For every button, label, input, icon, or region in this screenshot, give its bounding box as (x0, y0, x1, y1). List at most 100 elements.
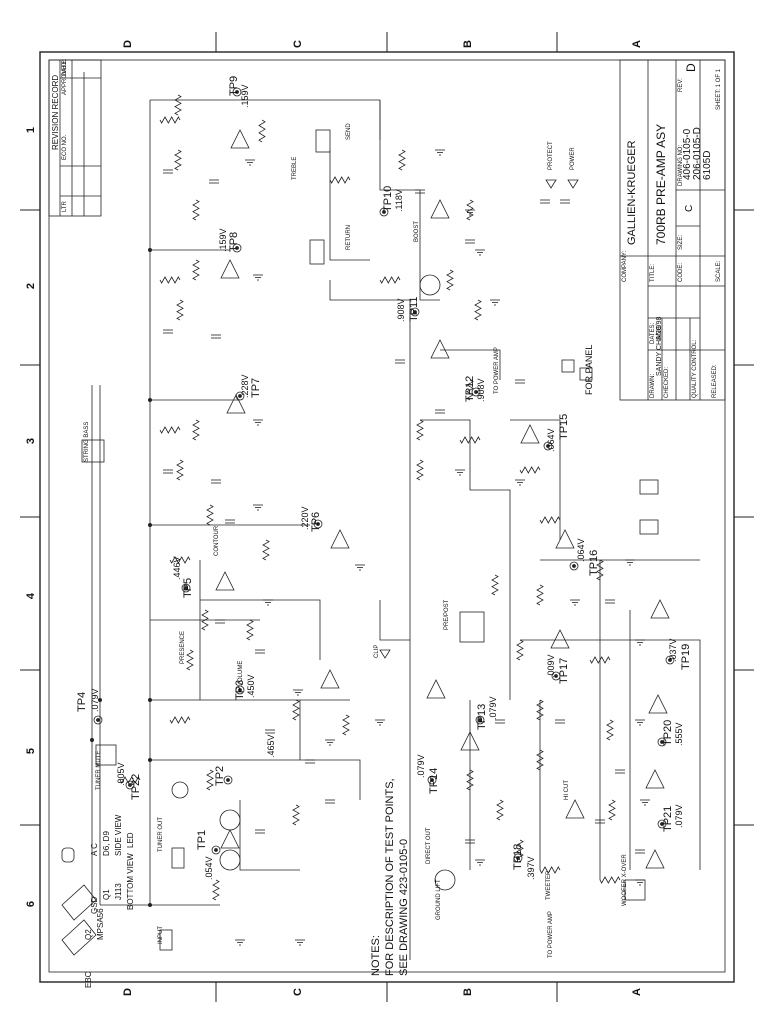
test-point-marker (543, 441, 553, 451)
junction-dot (147, 758, 152, 763)
test-point-dot (516, 856, 520, 860)
test-point-marker (313, 519, 323, 529)
company-label: COMPANY: (622, 250, 628, 282)
zone-top-b: B (461, 40, 474, 48)
tp13-voltage: .079V (488, 696, 498, 720)
tp4-label: TP4 (76, 691, 88, 712)
resistor-symbol (169, 556, 191, 564)
tp15-label: TP15 (558, 413, 570, 440)
test-point-dot (235, 90, 239, 94)
resistor-symbol (176, 459, 184, 481)
bottom-view-label: BOTTOM VIEW (126, 853, 135, 910)
transistor-mpsa56 (171, 781, 189, 799)
resistor-symbol (206, 504, 214, 526)
resistor-symbol (201, 609, 209, 631)
notes-heading: NOTES: (370, 935, 382, 976)
tp9-voltage: .159V (240, 84, 250, 108)
opamp-symbol (430, 199, 450, 219)
tp8-voltage: .159V (218, 228, 228, 252)
quality-label: QUALITY CONTROL: (692, 339, 698, 398)
test-point-dot (474, 390, 478, 394)
tp22-label: TP22 (130, 773, 142, 800)
opamp-symbol (430, 339, 450, 359)
resistor-symbol (206, 769, 214, 791)
tp12-label: TP12 (464, 375, 476, 402)
jack-send (315, 129, 331, 153)
hi-cut-label: HI CUT (564, 780, 570, 800)
ic-box (639, 519, 659, 535)
revision-record-table (48, 59, 102, 217)
tp9-label: TP9 (228, 75, 240, 96)
contour-label: CONTOUR (214, 525, 220, 556)
wire (379, 600, 410, 641)
resistor-symbol (119, 776, 141, 784)
treble-label: TREBLE (292, 156, 298, 180)
opamp-symbol (426, 679, 446, 699)
resistor-symbol (539, 516, 561, 524)
company-name: GALLIEN-KRUEGER (626, 140, 638, 245)
resistor-symbol (159, 276, 181, 284)
junction-dot (147, 247, 152, 252)
tp7-label: TP7 (250, 377, 262, 398)
resistor-symbol (466, 769, 474, 791)
tp22-voltage: .005V (116, 762, 126, 786)
test-point-dot (660, 740, 664, 744)
resistor-symbol (169, 716, 191, 724)
resistor-symbol (536, 699, 544, 721)
package-outline-q1 (61, 919, 97, 956)
zone-top-d: D (121, 40, 134, 48)
resistor-symbol (292, 804, 300, 826)
drawing-number-3: 6105D (702, 150, 713, 180)
test-point-marker (379, 207, 389, 217)
drawn-date: 8/28/98 (656, 316, 663, 340)
tp6-voltage: .220V (300, 506, 310, 530)
wire (520, 639, 701, 870)
tp19-label: TP19 (680, 643, 692, 670)
tp20-voltage: .555V (674, 722, 684, 746)
code-label: CODE: (678, 262, 684, 282)
resistor-symbol (466, 379, 474, 401)
led-label: LED (126, 832, 135, 848)
test-point-dot (226, 778, 230, 782)
resistor-symbol (599, 876, 621, 884)
tp17-label: TP17 (558, 657, 570, 684)
title-block (619, 59, 726, 401)
test-point-marker (665, 655, 675, 665)
resistor-symbol (342, 714, 350, 736)
switch-pre-post (459, 611, 485, 643)
resistor-symbol (174, 149, 182, 171)
resistor-symbol (192, 199, 200, 221)
opamp-symbol (320, 669, 340, 689)
resistor-symbol (606, 719, 614, 741)
zone-row-1: 1 (25, 126, 38, 134)
tp2-label: TP2 (214, 765, 226, 786)
resistor-symbol (536, 584, 544, 606)
zone-top-a: A (630, 40, 643, 48)
wire (510, 419, 561, 540)
opamp-symbol (230, 129, 250, 149)
test-point-marker (475, 715, 485, 725)
opamp-symbol (215, 571, 235, 591)
test-point-marker (211, 845, 221, 855)
resistor-symbol (589, 656, 611, 664)
to-power-amp-label: TO POWER AMP (494, 347, 500, 394)
zone-row-2: 2 (25, 282, 38, 290)
resistor-symbol (262, 539, 270, 561)
junction-dot (147, 523, 152, 528)
j113-label: J113 (114, 883, 123, 900)
resistor-symbol (159, 116, 181, 124)
d6-d9-label: D6, D9 (102, 831, 111, 856)
tp1-voltage: .054V (204, 856, 214, 880)
test-point-marker (232, 87, 242, 97)
tp16-label: TP16 (588, 549, 600, 576)
sheet-label: SHEET: 1 OF 1 (716, 68, 722, 110)
tp10-voltage: .118V (394, 189, 404, 212)
wire (299, 700, 361, 800)
test-point-marker (235, 391, 245, 401)
wire (420, 419, 511, 700)
tp18-voltage: .397V (526, 856, 536, 880)
return-label: RETURN (346, 225, 352, 250)
resistor-symbol (416, 419, 424, 441)
tp7-voltage: .228V (240, 374, 250, 398)
